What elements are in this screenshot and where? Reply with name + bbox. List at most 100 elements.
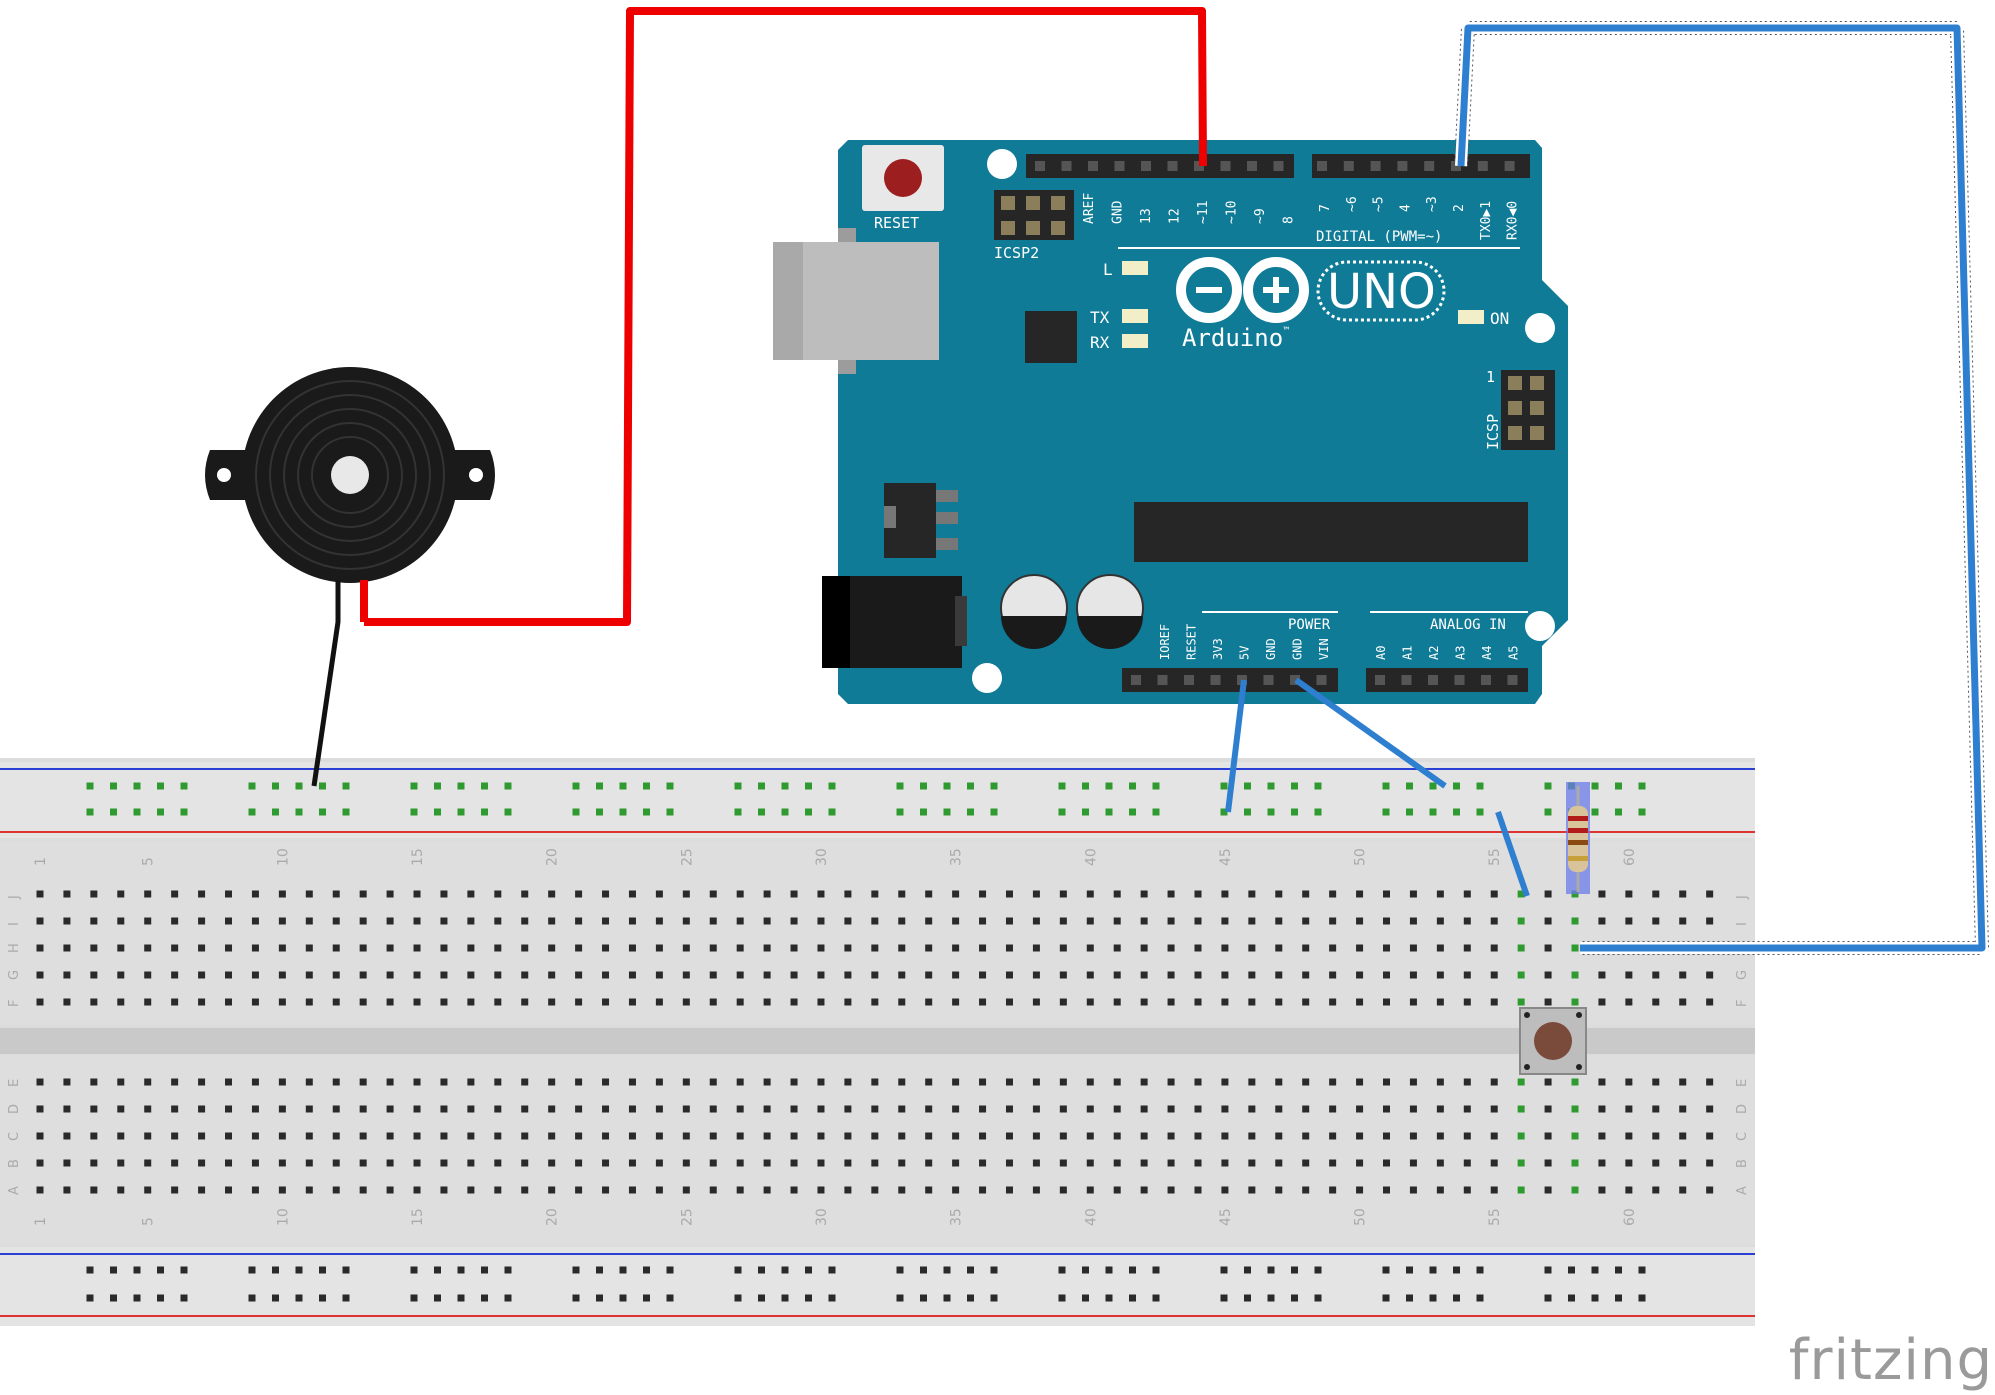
breadboard-hole bbox=[1194, 1132, 1202, 1140]
breadboard-hole bbox=[1517, 1078, 1525, 1086]
rail-hole bbox=[896, 1266, 904, 1274]
breadboard-hole bbox=[844, 1186, 852, 1194]
breadboard-hole bbox=[763, 1186, 771, 1194]
breadboard-hole bbox=[1463, 1132, 1471, 1140]
breadboard-hole bbox=[682, 1186, 690, 1194]
breadboard-hole bbox=[682, 1078, 690, 1086]
breadboard-hole bbox=[871, 890, 879, 898]
reset-button[interactable] bbox=[884, 159, 922, 197]
breadboard-hole bbox=[117, 1105, 125, 1113]
breadboard-hole bbox=[359, 1078, 367, 1086]
breadboard-hole bbox=[1490, 1078, 1498, 1086]
breadboard-hole bbox=[1167, 917, 1175, 925]
breadboard-hole bbox=[1383, 998, 1390, 1006]
led-rx bbox=[1122, 334, 1148, 348]
breadboard-hole bbox=[278, 1159, 286, 1167]
breadboard-hole bbox=[144, 998, 152, 1006]
regulator-pin bbox=[936, 538, 958, 550]
breadboard-hole bbox=[1679, 1078, 1687, 1086]
rail-hole bbox=[110, 782, 117, 790]
breadboard-hole bbox=[575, 998, 583, 1006]
breadboard-hole bbox=[1544, 917, 1552, 925]
breadboard-hole bbox=[1248, 944, 1256, 952]
rail-hole bbox=[1058, 782, 1066, 790]
digital-pin-label: ~3 bbox=[1425, 196, 1440, 212]
rail-hole bbox=[1544, 808, 1552, 816]
rail-hole bbox=[1244, 782, 1251, 790]
rail-hole bbox=[1129, 1294, 1136, 1302]
column-number: 30 bbox=[814, 848, 830, 866]
rail-hole bbox=[1244, 808, 1251, 816]
breadboard-hole bbox=[1275, 1159, 1283, 1167]
breadboard-hole bbox=[494, 971, 502, 979]
breadboard-hole bbox=[1248, 1078, 1256, 1086]
breadboard-hole bbox=[278, 1105, 286, 1113]
rail-hole bbox=[805, 1294, 812, 1302]
breadboard-hole bbox=[817, 1105, 825, 1113]
breadboard-hole bbox=[1383, 1105, 1390, 1113]
pushbutton-icon[interactable] bbox=[1519, 1007, 1587, 1075]
breadboard-hole bbox=[90, 1186, 98, 1194]
breadboard-hole bbox=[117, 1159, 125, 1167]
breadboard-hole bbox=[1383, 1159, 1390, 1167]
breadboard-hole bbox=[952, 1078, 960, 1086]
rail-hole bbox=[481, 782, 488, 790]
rail-hole bbox=[1429, 1294, 1437, 1302]
breadboard-hole bbox=[171, 998, 179, 1006]
breadboard-hole bbox=[925, 1132, 933, 1140]
breadboard-hole bbox=[1652, 917, 1660, 925]
breadboard-hole bbox=[548, 1078, 556, 1086]
breadboard-hole bbox=[1409, 1132, 1417, 1140]
header-pin bbox=[1370, 161, 1381, 171]
power-pin-label: GND bbox=[1291, 638, 1305, 660]
breadboard-hole bbox=[844, 1159, 852, 1167]
rail-hole bbox=[1638, 1266, 1646, 1274]
rail-hole bbox=[248, 782, 256, 790]
breadboard-hole bbox=[63, 971, 71, 979]
rail-hole bbox=[295, 782, 303, 790]
rail-hole bbox=[990, 808, 998, 816]
breadboard-hole bbox=[952, 1105, 960, 1113]
breadboard-hole bbox=[494, 1132, 502, 1140]
breadboard-hole bbox=[871, 1105, 879, 1113]
breadboard-hole bbox=[521, 1186, 529, 1194]
breadboard-hole bbox=[1383, 971, 1390, 979]
breadboard-hole bbox=[90, 1159, 98, 1167]
breadboard-hole bbox=[332, 1186, 340, 1194]
breadboard-hole bbox=[171, 1132, 179, 1140]
breadboard-hole bbox=[1005, 1186, 1013, 1194]
breadboard-hole bbox=[1032, 1159, 1040, 1167]
rail-hole bbox=[967, 1266, 974, 1274]
breadboard-hole bbox=[1356, 1159, 1364, 1167]
row-letter: F bbox=[1735, 1000, 1750, 1007]
breadboard-hole bbox=[117, 917, 125, 925]
breadboard-hole bbox=[440, 971, 448, 979]
rail-hole bbox=[967, 808, 974, 816]
row-letter: D bbox=[1735, 1104, 1750, 1114]
rail-hole bbox=[781, 808, 789, 816]
breadboard-hole bbox=[790, 917, 798, 925]
breadboard-hole bbox=[1221, 917, 1229, 925]
breadboard-hole bbox=[90, 971, 98, 979]
breadboard-hole bbox=[1356, 1186, 1364, 1194]
breadboard-hole bbox=[1113, 1159, 1121, 1167]
rail-hole bbox=[1453, 808, 1460, 816]
breadboard-hole bbox=[63, 1186, 71, 1194]
rail-hole bbox=[920, 1294, 927, 1302]
icsp-pin bbox=[1508, 376, 1522, 390]
breadboard-hole bbox=[1302, 1105, 1310, 1113]
breadboard-hole bbox=[898, 917, 906, 925]
breadboard-hole bbox=[763, 944, 771, 952]
breadboard-hole bbox=[1517, 1105, 1525, 1113]
breadboard-hole bbox=[1032, 1186, 1040, 1194]
breadboard-hole bbox=[1490, 1105, 1498, 1113]
breadboard-hole bbox=[278, 890, 286, 898]
breadboard-hole bbox=[602, 971, 610, 979]
breadboard-hole bbox=[494, 890, 502, 898]
breadboard-hole bbox=[198, 1105, 206, 1113]
rail-hole bbox=[1406, 808, 1413, 816]
breadboard-hole bbox=[1409, 890, 1417, 898]
breadboard-hole bbox=[332, 1159, 340, 1167]
breadboard-hole bbox=[628, 1186, 636, 1194]
breadboard-hole bbox=[305, 1105, 313, 1113]
